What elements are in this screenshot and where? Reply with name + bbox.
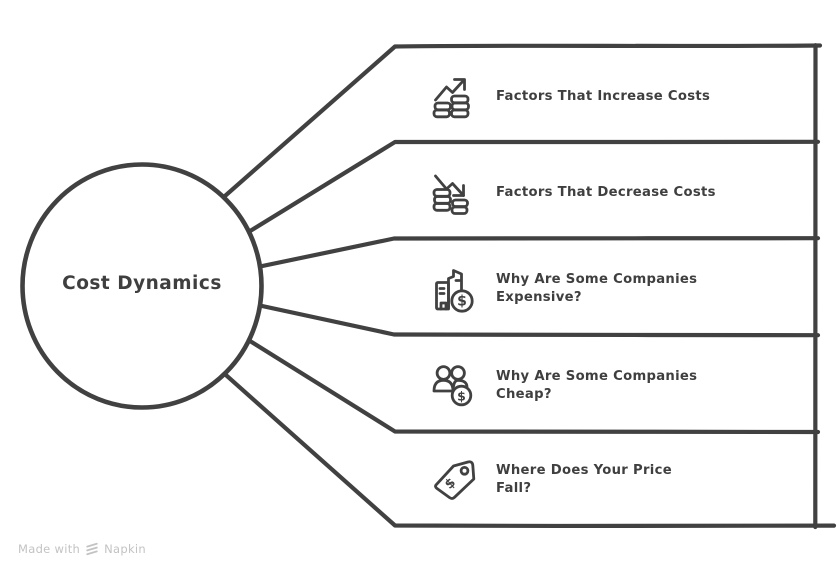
central-node-circle bbox=[20, 162, 264, 410]
watermark-brand: Napkin bbox=[104, 542, 147, 556]
connector-line bbox=[250, 235, 821, 271]
connector-line bbox=[215, 365, 837, 529]
branch-label-price-fall: Where Does Your Price Fall? bbox=[496, 463, 672, 496]
branch-label-decrease-costs: Factors That Decrease Costs bbox=[496, 185, 716, 200]
connector-line bbox=[214, 43, 823, 206]
connector-line bbox=[239, 333, 821, 435]
branch-label-companies-expensive: Why Are Some Companies Expensive? bbox=[496, 272, 698, 305]
branch-label-companies-cheap: Why Are Some Companies Cheap? bbox=[496, 369, 698, 402]
branch-connectors bbox=[214, 43, 837, 530]
building-dollar-icon: $ bbox=[435, 269, 474, 313]
dollar-glyph: $ bbox=[457, 294, 467, 310]
connector-line bbox=[239, 139, 821, 239]
branch-label-increase-costs: Factors That Increase Costs bbox=[496, 89, 711, 104]
watermark: Made with Napkin bbox=[18, 541, 146, 557]
price-tag-icon: $ bbox=[434, 460, 476, 500]
central-node-label: Cost Dynamics bbox=[62, 273, 222, 294]
watermark-text: Made with bbox=[18, 542, 81, 556]
banner-right-edge bbox=[813, 43, 818, 530]
dollar-glyph: $ bbox=[457, 389, 466, 404]
connector-line bbox=[250, 301, 821, 338]
people-dollar-icon: $ bbox=[432, 365, 473, 407]
napkin-logo-icon bbox=[86, 542, 98, 556]
trend-down-coins-icon bbox=[432, 174, 469, 215]
trend-up-coins-icon bbox=[432, 78, 470, 119]
